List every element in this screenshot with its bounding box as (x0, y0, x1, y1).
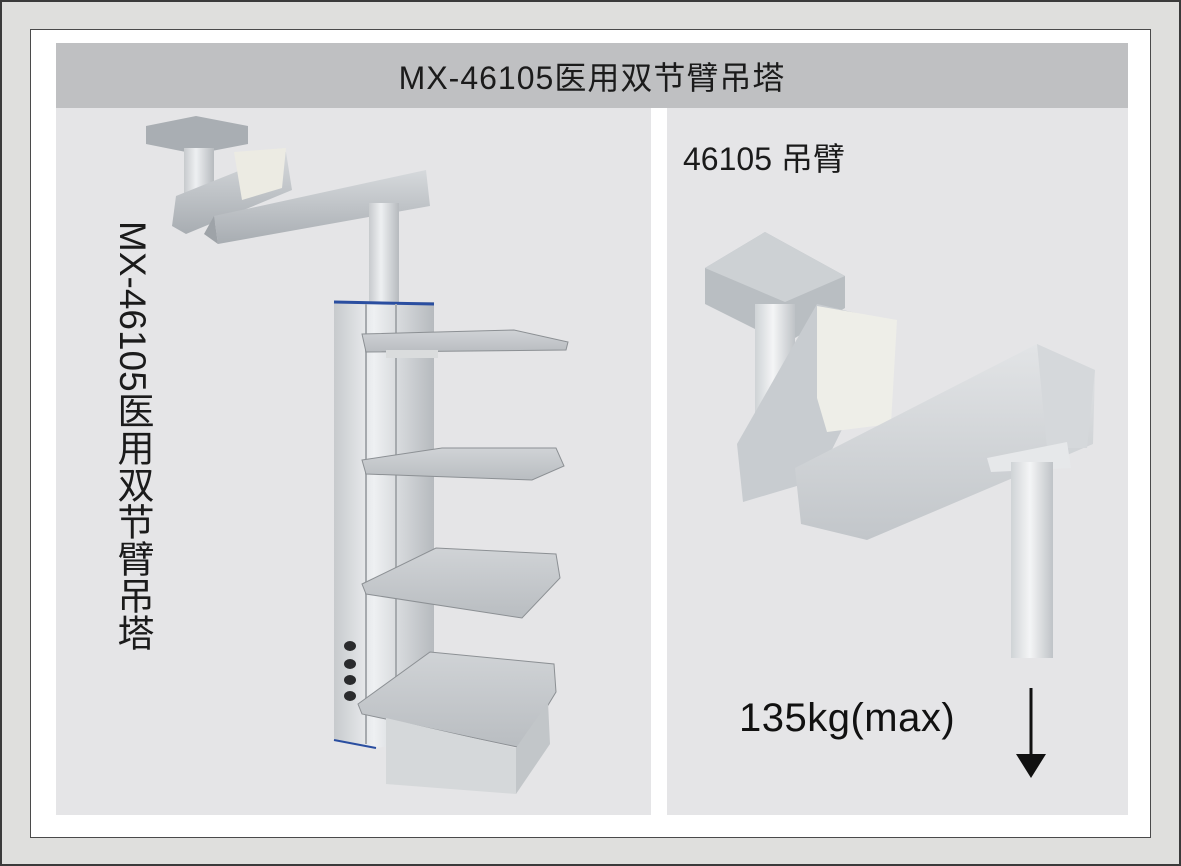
pendant-tower-image (146, 116, 569, 794)
pendant-arm-image (705, 232, 1095, 658)
page-title: MX-46105医用双节臂吊塔 (398, 59, 786, 96)
product-panel-right: 46105 吊臂 135kg(max) (667, 108, 1128, 815)
vertical-product-label: MX-46105医用双节臂吊塔 (112, 221, 153, 651)
max-load-label: 135kg(max) (739, 696, 956, 740)
title-banner: MX-46105医用双节臂吊塔 (56, 43, 1128, 108)
arm-caption: 46105 吊臂 (683, 141, 845, 177)
down-arrow-icon (1016, 688, 1046, 778)
product-panel-left: MX-46105医用双节臂吊塔 (56, 108, 651, 815)
